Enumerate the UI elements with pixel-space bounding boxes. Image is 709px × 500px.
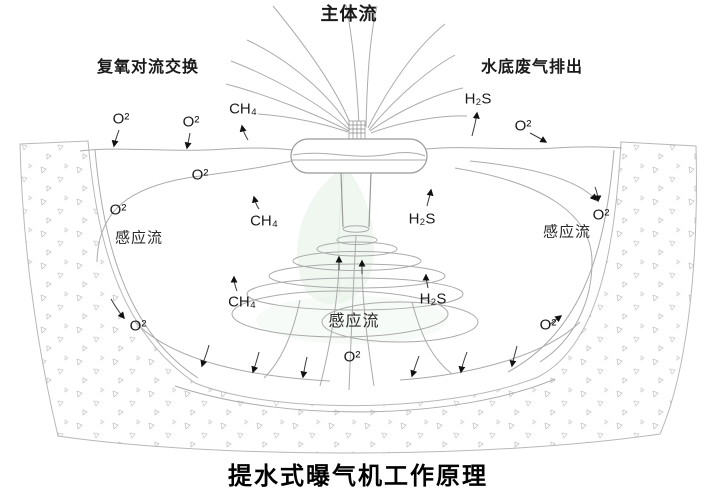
label-o2: O²: [109, 201, 127, 219]
fountain-spray: [225, 4, 468, 134]
label-induced-flow: 感应流: [542, 223, 592, 241]
label-ch4: CH₄: [229, 100, 257, 118]
label-o2: O²: [129, 317, 147, 335]
motor-grid: [348, 120, 366, 140]
draft-tube: [340, 172, 372, 233]
label-o2: O²: [514, 117, 532, 135]
left-wall-line: [94, 149, 199, 379]
label-o2: O²: [182, 113, 200, 131]
induced-flow-lines: [96, 159, 597, 382]
label-ch4: CH₄: [250, 212, 278, 230]
basin-ground: [19, 140, 697, 454]
label-o2: O²: [539, 316, 557, 334]
aerator-device: [290, 120, 428, 233]
basin-floor-line: [174, 378, 556, 413]
water-surface: [79, 146, 623, 152]
label-h2s: H₂S: [464, 90, 492, 108]
label-ch4: CH₄: [228, 293, 256, 311]
label-h2s: H₂S: [419, 290, 447, 308]
float-waterline: [292, 152, 426, 157]
label-o2: O²: [592, 206, 610, 224]
label-induced-flow: 感应流: [328, 313, 380, 330]
label-o2: O²: [191, 166, 209, 184]
label-o2: O²: [112, 110, 130, 128]
label-h2s: H₂S: [408, 210, 436, 228]
label-reoxygenation-exchange: 复氧对流交换: [96, 59, 200, 76]
label-main-flow: 主体流: [320, 4, 378, 24]
label-induced-flow: 感应流: [114, 229, 164, 247]
flow-arrows: [110, 111, 602, 379]
vortex-rings: [231, 235, 479, 343]
label-o2: O²: [343, 348, 361, 366]
right-wall-line: [507, 149, 615, 373]
cone-flow-lines: [263, 235, 453, 391]
diagram-title: 提水式曝气机工作原理: [228, 463, 488, 490]
label-waste-gas-discharge: 水底废气排出: [480, 59, 584, 76]
